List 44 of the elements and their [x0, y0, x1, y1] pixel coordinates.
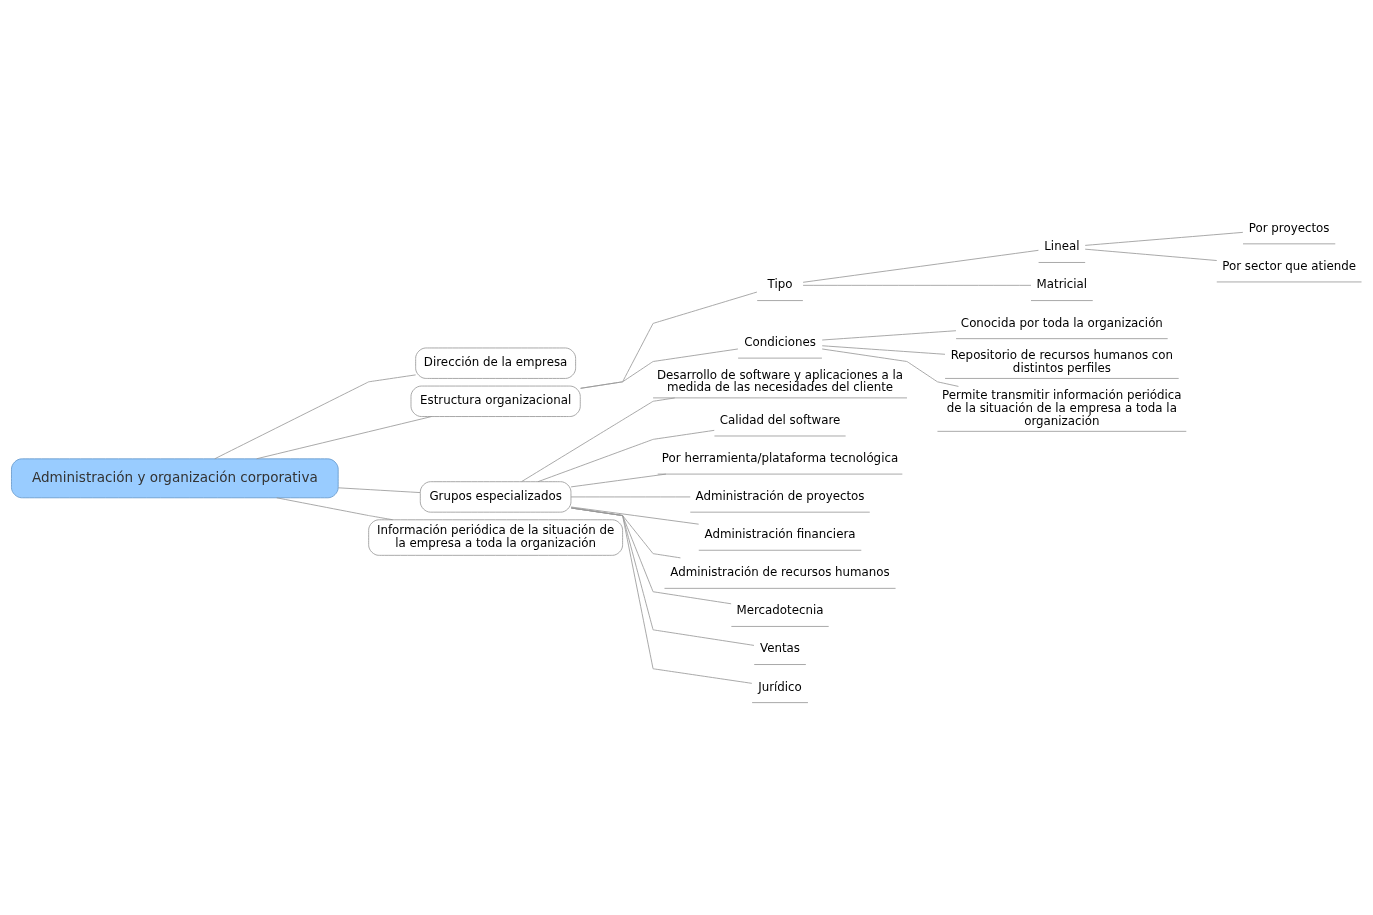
node-text: Condiciones	[744, 334, 816, 349]
node-text: Tipo	[767, 276, 793, 291]
node-box: Grupos especializados	[419, 480, 572, 513]
connector	[580, 291, 758, 389]
connector	[570, 496, 691, 497]
node-text: Desarrollo de software y aplicaciones a la medida de las necesidades del cliente	[657, 367, 904, 394]
node-box: Administración y organización corporativa	[11, 457, 339, 498]
connector	[570, 507, 755, 646]
connector	[337, 486, 421, 493]
node-text: Mercadotecnia	[736, 602, 824, 617]
node-text: Matricial	[1036, 276, 1088, 291]
connector	[521, 397, 676, 482]
node-box: Estructura organizacional	[410, 385, 581, 417]
connector	[256, 415, 432, 459]
connector	[1084, 248, 1218, 261]
node-text: Permite transmitir información periódica de la situación de la empresa a toda la organización	[942, 387, 1182, 428]
connector	[570, 473, 667, 487]
connector	[537, 429, 715, 482]
node-text: Repositorio de recursos humanos con distintos perfiles	[950, 347, 1174, 375]
connector	[802, 249, 1039, 283]
connector	[580, 348, 739, 389]
connector	[276, 496, 394, 520]
node-text: Conocida por toda la organización	[960, 315, 1163, 330]
connector	[821, 329, 957, 340]
connector	[570, 507, 753, 684]
node-text: Por herramienta/plataforma tecnológica	[661, 450, 899, 465]
connector	[570, 507, 732, 604]
connector	[802, 284, 1032, 286]
node-text: Por sector que atiende	[1222, 258, 1357, 273]
connector	[1084, 231, 1244, 246]
node-text: Lineal	[1044, 238, 1080, 253]
node-box: Dirección de la empresa	[415, 347, 577, 379]
connector	[570, 506, 700, 525]
node-text: Administración de recursos humanos	[670, 564, 890, 579]
node-text: Administración financiera	[704, 526, 856, 541]
connector	[821, 344, 946, 355]
connector	[214, 373, 417, 459]
node-text: Jurídico	[758, 679, 802, 694]
node-box: Información periódica de la situación de la empresa a toda la organización	[368, 518, 624, 556]
connector	[821, 348, 959, 387]
node-text: Administración de proyectos	[695, 488, 865, 503]
node-text: Calidad del software	[719, 412, 841, 427]
node-text: Ventas	[760, 640, 801, 655]
node-text: Por proyectos	[1248, 220, 1330, 235]
